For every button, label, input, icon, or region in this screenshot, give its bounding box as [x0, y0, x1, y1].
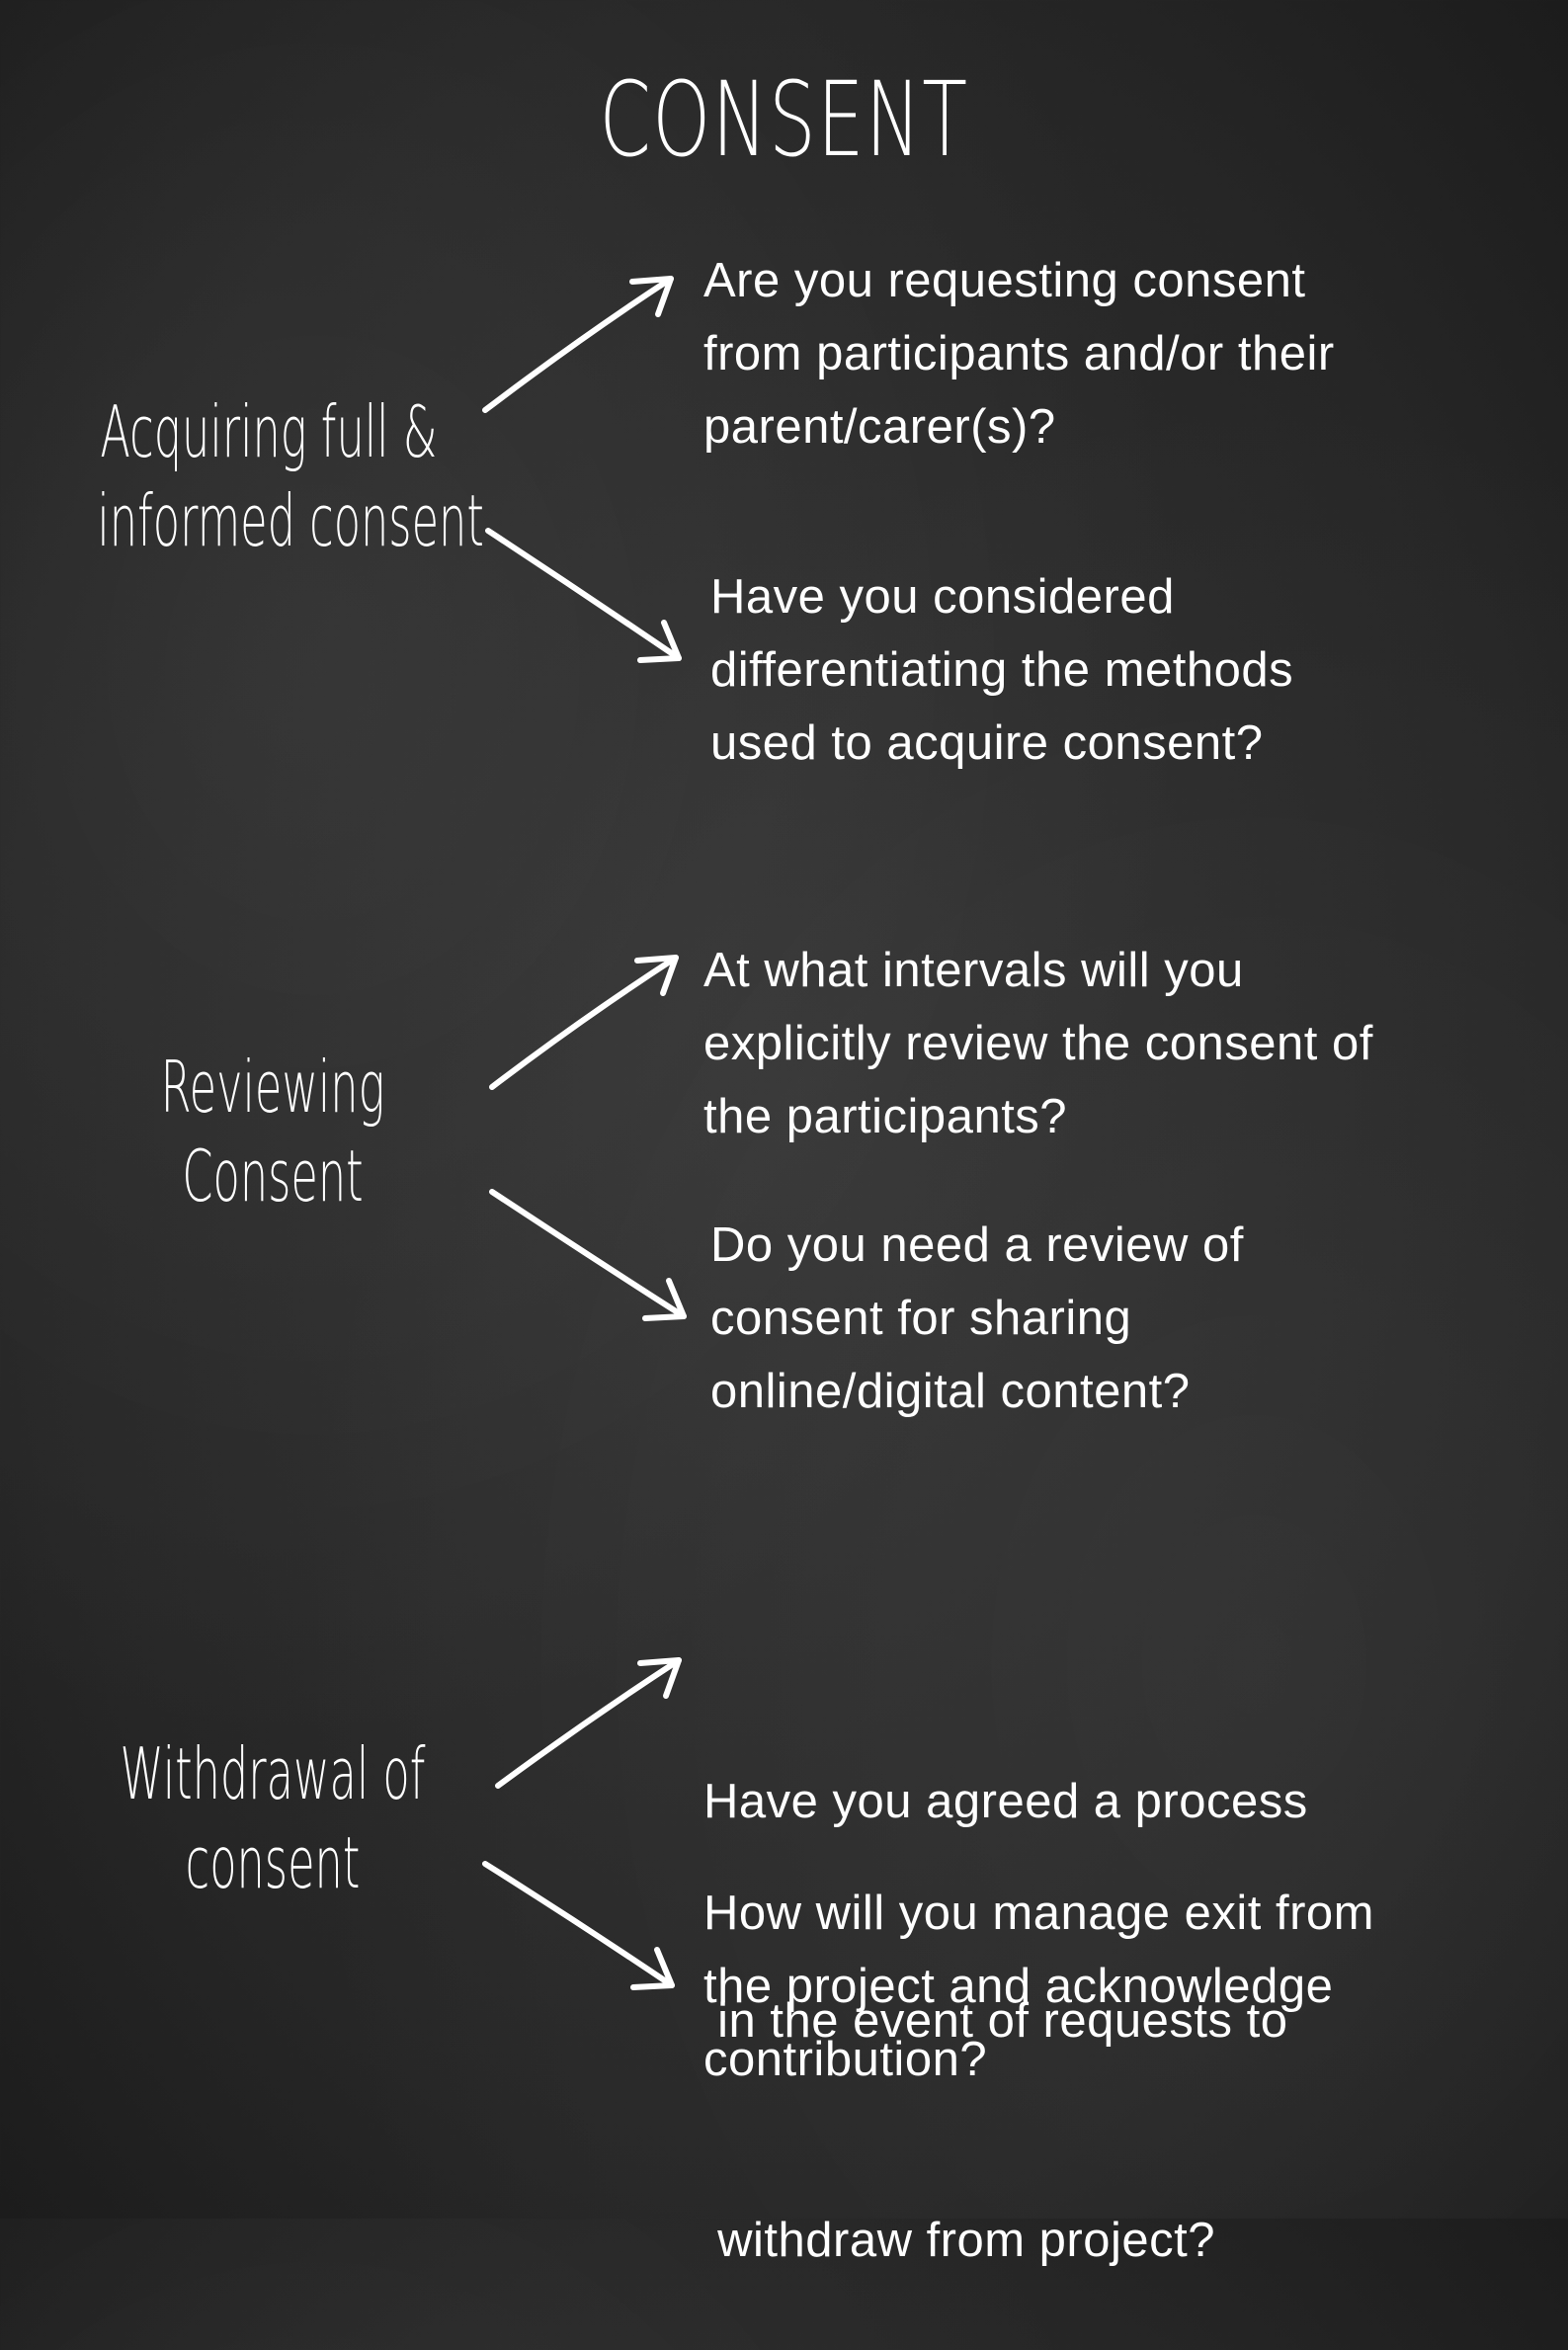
question-line: online/digital content?	[710, 1365, 1191, 1418]
question-line: Have you considered	[710, 570, 1175, 624]
question-line: the project and acknowledge	[703, 1960, 1334, 2013]
label-line: consent	[185, 1821, 361, 1904]
arrow-icon	[485, 528, 682, 663]
question-line: parent/carer(s)?	[703, 400, 1056, 454]
label-line: Reviewing	[160, 1046, 385, 1129]
page-title: CONSENT	[599, 59, 969, 180]
question-differentiating-methods: Have you considered differentiating the …	[710, 560, 1293, 780]
question-line: How will you manage exit from	[703, 1887, 1374, 1940]
question-line: Are you requesting consent	[703, 254, 1306, 307]
question-line: used to acquire consent?	[710, 716, 1264, 770]
question-review-intervals: At what intervals will you explicitly re…	[703, 934, 1373, 1153]
label-line: Withdrawal of	[120, 1732, 426, 1815]
section-label-acquiring: Acquiring full & informed consent	[97, 387, 484, 565]
question-line: Do you need a review of	[710, 1218, 1244, 1272]
arrow-icon	[489, 955, 679, 1090]
section-label-withdrawal: Withdrawal of consent	[101, 1729, 444, 1907]
label-line: informed consent	[97, 479, 484, 562]
question-line: contribution?	[703, 2033, 988, 2086]
question-line: the participants?	[703, 1090, 1068, 1143]
question-requesting-consent: Are you requesting consent from particip…	[703, 244, 1335, 463]
question-line: withdraw from project?	[703, 2214, 1216, 2267]
arrow-icon	[482, 276, 674, 413]
question-line: Have you agreed a process	[703, 1775, 1308, 1828]
arrow-icon	[495, 1657, 682, 1789]
question-manage-exit: How will you manage exit from the projec…	[703, 1877, 1374, 2096]
question-line: At what intervals will you	[703, 944, 1244, 997]
question-line: in the event of requests to	[703, 1994, 1288, 2048]
question-line: differentiating the methods	[710, 643, 1294, 697]
section-label-reviewing: Reviewing Consent	[101, 1043, 444, 1220]
question-digital-content: Do you need a review of consent for shar…	[710, 1209, 1244, 1428]
arrow-icon	[482, 1861, 675, 1990]
label-line: Acquiring full &	[100, 390, 438, 473]
label-line: Consent	[182, 1134, 364, 1217]
question-line: explicitly review the consent of	[703, 1017, 1373, 1070]
question-line: consent for sharing	[710, 1292, 1132, 1345]
arrows	[0, 0, 1568, 2219]
arrow-icon	[489, 1189, 687, 1321]
question-line: from participants and/or their	[703, 327, 1335, 380]
